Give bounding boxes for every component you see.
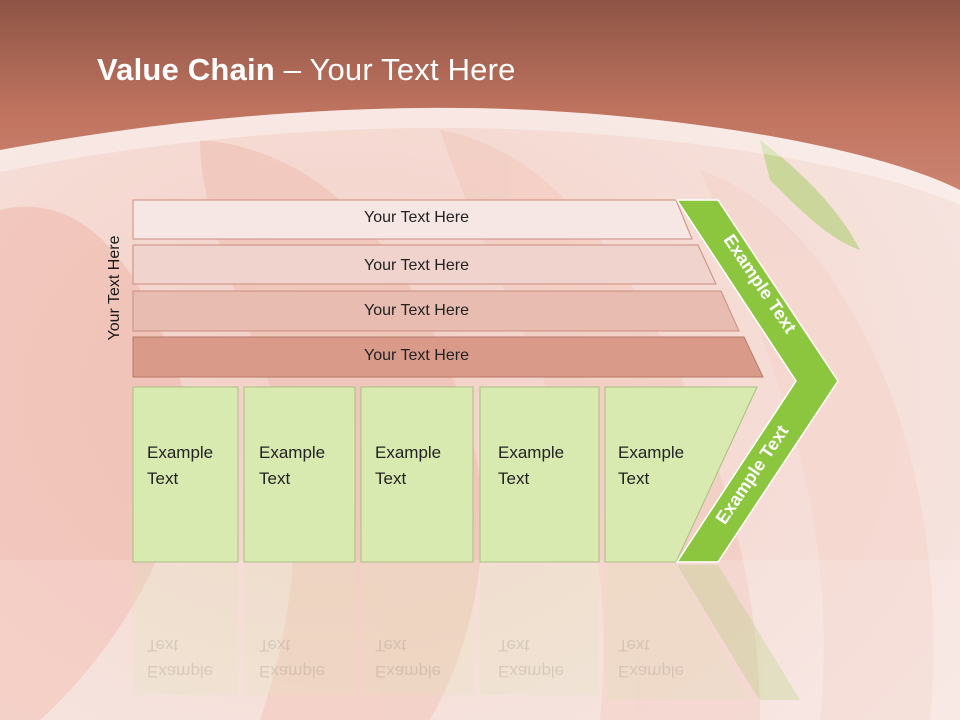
row-3	[132, 290, 740, 332]
column-5-reflection: Example Text	[618, 636, 685, 681]
title-bold: Value Chain	[97, 52, 275, 87]
arrow-chevron	[675, 199, 839, 563]
column-5-label: Example Text	[618, 443, 685, 488]
column-3-label: Example Text	[375, 443, 442, 488]
title-rest: – Your Text Here	[274, 52, 516, 87]
row-2	[132, 244, 717, 285]
row-4	[132, 336, 764, 378]
row-2-label: Your Text Here	[364, 257, 469, 274]
column-2-label: Example Text	[259, 443, 326, 488]
row-1	[132, 199, 693, 240]
column-3	[360, 386, 474, 563]
reflection	[133, 565, 800, 700]
row-1-label: Your Text Here	[364, 209, 469, 226]
column-1-reflection: Example Text	[147, 636, 214, 681]
column-4	[479, 386, 600, 563]
column-4-label: Example Text	[498, 443, 565, 488]
row-3-label: Your Text Here	[364, 302, 469, 319]
column-4-reflection: Example Text	[498, 636, 565, 681]
column-5	[604, 386, 758, 563]
slide-title: Value Chain – Your Text Here	[97, 52, 516, 88]
column-2	[243, 386, 356, 563]
column-1-label: Example Text	[147, 443, 214, 488]
row-4-label: Your Text Here	[364, 347, 469, 364]
column-1	[132, 386, 239, 563]
column-3-reflection: Example Text	[375, 636, 442, 681]
column-2-reflection: Example Text	[259, 636, 326, 681]
